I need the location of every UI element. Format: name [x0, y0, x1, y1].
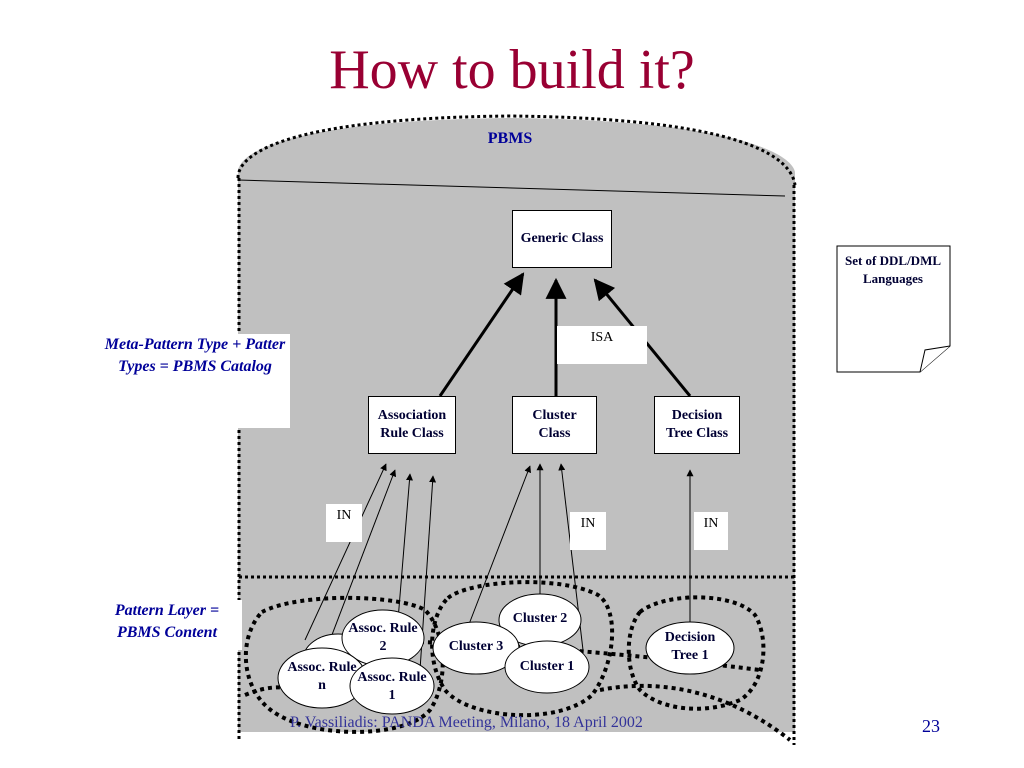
- cluster-group-outline: [430, 580, 615, 718]
- decision-tree-1-label: Decision Tree 1: [664, 630, 716, 663]
- catalog-separator: [237, 179, 786, 197]
- assoc-rule-2-label: Assoc. Rule 2: [348, 621, 418, 654]
- cluster-2-label: Cluster 2: [512, 611, 568, 626]
- page-number: 23: [922, 716, 940, 736]
- in-label-association: IN: [326, 504, 362, 542]
- lower-left-curve: [244, 685, 331, 702]
- dome-outline: [236, 114, 797, 186]
- generic-class-node: Generic Class: [512, 210, 612, 268]
- cluster-class-node: Cluster Class: [512, 396, 597, 454]
- in-arrow-assoc-1: [304, 463, 387, 641]
- pbms-label: PBMS: [487, 130, 533, 147]
- in-arrow-assoc-3: [397, 473, 413, 621]
- association-rule-class-node: Association Rule Class: [368, 396, 456, 454]
- decision-group-outline: [626, 595, 766, 711]
- assoc-rule-n-label: Assoc. Rule n: [287, 660, 357, 693]
- catalog-label: Meta-Pattern Type + Patter Types = PBMS …: [100, 334, 290, 428]
- oval-decision-tree-1: [645, 621, 735, 675]
- slide-title: How to build it?: [329, 39, 695, 101]
- isa-arrow-association: [438, 272, 525, 397]
- cluster-3-label: Cluster 3: [448, 639, 504, 654]
- lower-right-curve: [599, 683, 792, 742]
- cluster-1-label: Cluster 1: [519, 659, 575, 674]
- decision-tree-class-node: Decision Tree Class: [654, 396, 740, 454]
- oval-assoc-rule-1: [349, 657, 435, 715]
- document-fold-icon: [919, 345, 951, 373]
- association-group-outline: [243, 595, 445, 734]
- in-arrow-cluster-3: [465, 465, 531, 633]
- in-label-decision: IN: [694, 512, 728, 550]
- lower-panel-gap: [238, 712, 795, 732]
- assoc-rule-1-label: Assoc. Rule 1: [357, 670, 427, 703]
- oval-cluster-1: [504, 640, 590, 694]
- ddl-dml-note: Set of DDL/DML Languages: [844, 253, 942, 286]
- footer-text: P. Vassiliadis: PANDA Meeting, Milano, 1…: [290, 714, 643, 731]
- in-label-cluster: IN: [570, 512, 606, 550]
- in-arrow-assoc-2: [329, 469, 397, 641]
- content-label: Pattern Layer = PBMS Content: [92, 600, 242, 650]
- isa-label: ISA: [557, 326, 647, 364]
